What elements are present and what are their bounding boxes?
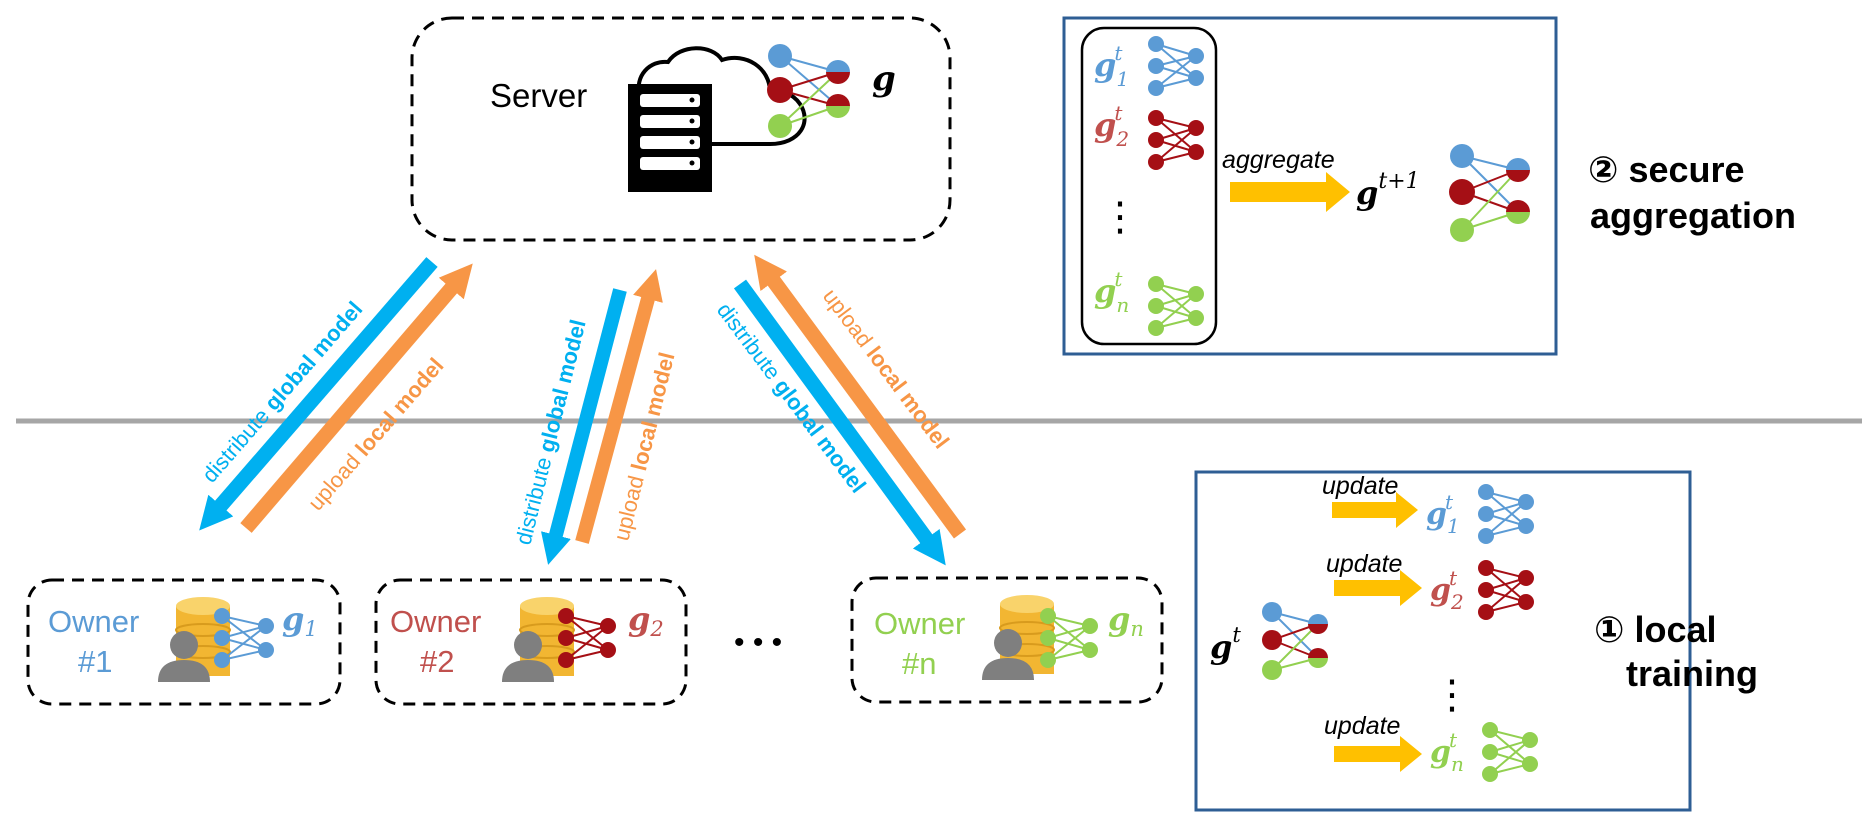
aggregate-arrow-label: aggregate: [1222, 146, 1335, 174]
local-training-input-symbol: gt: [1210, 623, 1241, 666]
update-arrow-2: [1334, 570, 1422, 606]
global-model-network-icon: [1262, 602, 1328, 680]
aggregate-arrow: [1230, 172, 1350, 212]
owner-2: Owner #2 g2: [374, 578, 688, 706]
owner-1-label: Owner: [48, 604, 139, 639]
secure-aggregation-step-title-line2: aggregation: [1590, 195, 1796, 236]
local-training-step-title-line2: training: [1626, 653, 1758, 694]
agg-input-dots: ⋮: [1100, 195, 1140, 239]
update-output-g2-network-icon: [1478, 560, 1534, 620]
local-models-group-box: [1080, 26, 1218, 346]
local-training-box: [1194, 470, 1692, 812]
owner-2-number: #2: [420, 644, 454, 679]
local-training-step-title: ① local: [1594, 609, 1717, 650]
owners-ellipsis: • • •: [734, 626, 782, 659]
update-output-g1-network-icon: [1478, 484, 1534, 544]
owner-2-box: [374, 578, 688, 706]
secure-aggregation-box: [1062, 16, 1558, 356]
local-model-network-icon: [214, 608, 274, 668]
update-label-2: update: [1326, 550, 1402, 578]
update-output-gn-network-icon: [1482, 722, 1538, 782]
upload-arrow-2: [575, 269, 663, 544]
secure-aggregation-step-title: ② secure: [1588, 149, 1745, 190]
owner-1-model-symbol: g1: [282, 600, 318, 641]
agg-input-g2-network-icon: [1148, 110, 1204, 170]
update-label-n: update: [1324, 712, 1400, 740]
update-arrow-1: [1332, 492, 1418, 528]
owner-2-model-symbol: g2: [628, 600, 664, 641]
owner-2-label: Owner: [390, 604, 481, 639]
agg-input-g1-network-icon: [1148, 36, 1204, 96]
update-label-1: update: [1322, 472, 1398, 500]
agg-input-gn-network-icon: [1148, 276, 1204, 336]
owner-1-box: [26, 578, 342, 706]
owner-n-model-symbol: gn: [1108, 600, 1144, 641]
local-model-network-icon: [1040, 608, 1098, 668]
update-arrow-n: [1334, 736, 1422, 772]
distribute-arrow-1: [199, 257, 438, 531]
server-model-symbol: g: [872, 59, 896, 99]
owner-n-number: #n: [902, 646, 936, 681]
server-box: [410, 16, 952, 242]
communication-arrows: [199, 254, 967, 566]
server-rack-icon: [628, 84, 712, 192]
owner-1: Owner #1 g1: [26, 578, 342, 706]
cloud-icon: [636, 46, 807, 146]
distribute-arrow-3: [733, 279, 946, 566]
server-label: Server: [490, 77, 587, 114]
aggregated-model-symbol: gt+1: [1356, 169, 1420, 212]
local-model-network-icon: [558, 608, 616, 668]
owner-n-box: [850, 576, 1164, 704]
owner-1-number: #1: [78, 644, 112, 679]
server-node: Server: [410, 16, 952, 242]
upload-arrow-1: [240, 263, 473, 533]
update-dots: ⋮: [1432, 673, 1472, 717]
upload-arrow-3: [754, 254, 967, 539]
owner-n: Owner #n gn: [850, 576, 1164, 704]
global-model-network-icon: [767, 44, 850, 138]
aggregated-model-network-icon: [1449, 144, 1530, 242]
distribute-arrow-2: [540, 288, 627, 565]
owner-n-label: Owner: [874, 606, 965, 641]
